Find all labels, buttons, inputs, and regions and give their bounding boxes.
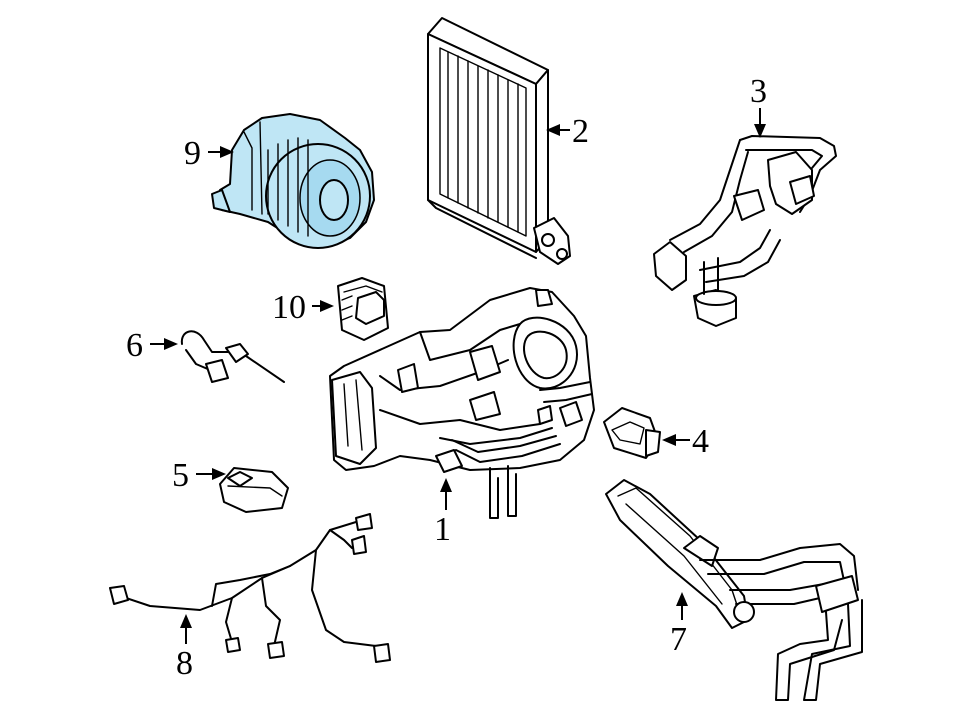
part-8-wiring-harness[interactable] (109, 513, 391, 663)
callout-7: 7 (670, 621, 687, 658)
part-5-sensor-module[interactable] (219, 467, 289, 513)
part-4-mode-actuator[interactable] (603, 407, 661, 459)
callout-arrows (150, 108, 766, 644)
part-1-hvac-case[interactable] (329, 287, 595, 519)
callout-4: 4 (692, 423, 709, 460)
callout-5: 5 (172, 457, 189, 494)
part-7-heater-core[interactable] (605, 479, 863, 701)
callout-8: 8 (176, 645, 193, 682)
callout-1: 1 (434, 511, 451, 548)
callout-9: 9 (184, 135, 201, 172)
callout-10: 10 (272, 289, 306, 326)
part-6-temperature-sensor[interactable] (180, 330, 285, 383)
part-10-blower-resistor[interactable] (337, 277, 389, 341)
part-2-evaporator-core[interactable] (427, 17, 571, 265)
callout-6: 6 (126, 327, 143, 364)
part-3-expansion-valve[interactable] (653, 135, 837, 327)
callout-3: 3 (750, 73, 767, 110)
callout-2: 2 (572, 113, 589, 150)
part-9-blower-motor[interactable] (211, 113, 375, 249)
